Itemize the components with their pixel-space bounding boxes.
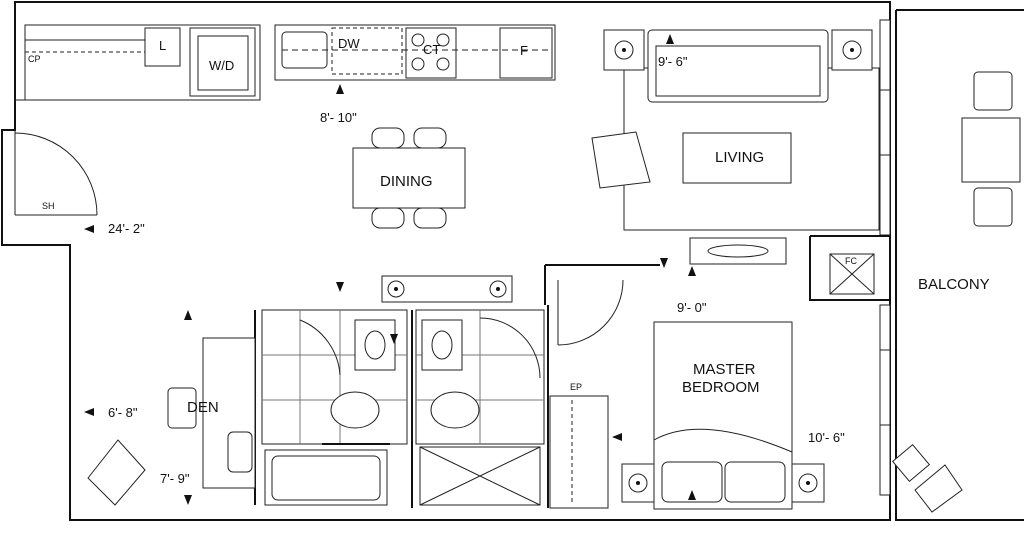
bathroom-right (415, 309, 545, 506)
cp-label: CP (28, 54, 41, 64)
l-label: L (159, 38, 166, 53)
balcony (891, 9, 1024, 521)
den-furniture (87, 337, 256, 506)
dining-label: DINING (380, 173, 433, 190)
light-bar (381, 275, 513, 303)
dim-bedroom-length: 10'- 6" (808, 430, 845, 445)
f-label: F (520, 43, 528, 58)
entry-door (14, 130, 98, 216)
balcony-label: BALCONY (918, 276, 990, 293)
dining-set (352, 127, 466, 229)
kitchen-counter (15, 24, 556, 101)
dim-den-width: 7'- 9" (160, 471, 190, 486)
sh-label: SH (42, 201, 55, 211)
dim-bedroom-width: 9'- 0" (677, 300, 707, 315)
fc-label: FC (845, 256, 857, 266)
living-area (591, 29, 880, 231)
master-label-line1: MASTER (693, 361, 756, 378)
ct-label: CT (423, 42, 440, 57)
living-label: LIVING (715, 149, 764, 166)
dim-kitchen: 8'- 10" (320, 110, 357, 125)
wd-label: W/D (209, 58, 234, 73)
master-bedroom (549, 279, 825, 510)
dim-living-width: 9'- 6" (658, 54, 688, 69)
tv-unit (689, 237, 875, 295)
window-strips (879, 19, 891, 496)
dim-overall: 24'- 2" (108, 221, 145, 236)
dim-den-height: 6'- 8" (108, 405, 138, 420)
den-label: DEN (187, 399, 219, 416)
dw-label: DW (338, 36, 360, 51)
dimension-arrows (84, 34, 696, 505)
ep-label: EP (570, 382, 582, 392)
master-label-line2: BEDROOM (682, 379, 760, 396)
bathroom-left (261, 309, 408, 506)
